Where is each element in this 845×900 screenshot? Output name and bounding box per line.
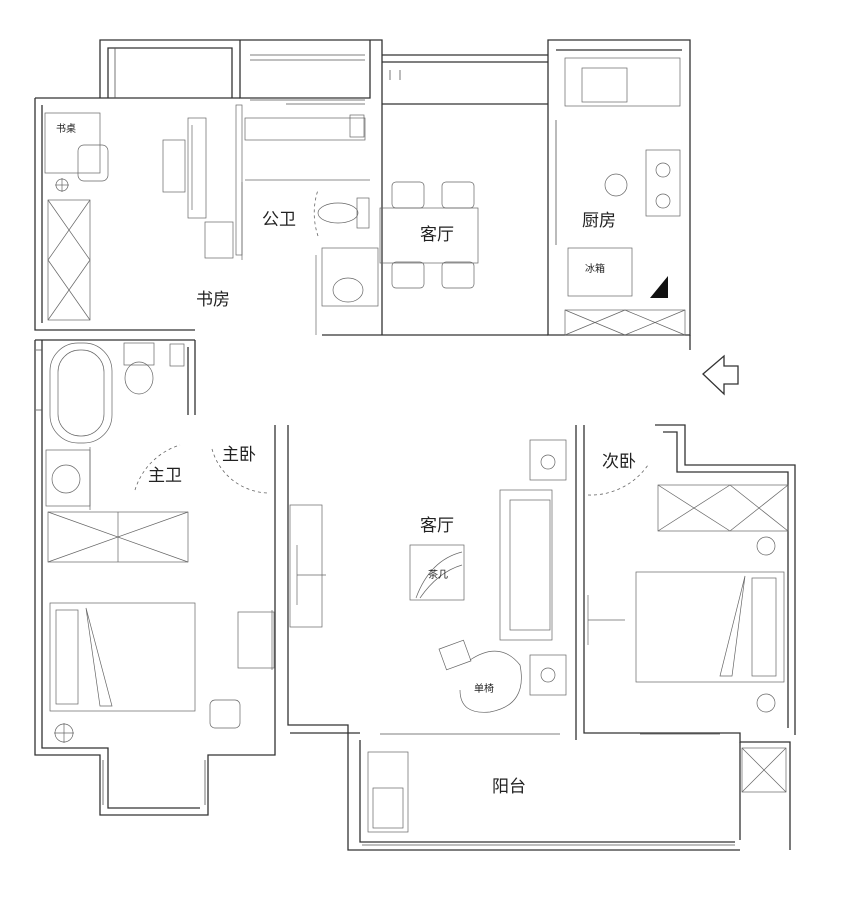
study-furniture (44, 104, 243, 321)
balcony-fixtures (367, 747, 787, 833)
dining-furniture (379, 181, 479, 289)
second-bedroom-label: 次卧 (602, 452, 636, 472)
balcony-label: 阳台 (492, 777, 526, 797)
armchair-label: 单椅 (474, 682, 494, 695)
master-bath-fixtures (45, 342, 185, 510)
windows (36, 48, 735, 846)
exterior-walls (34, 39, 796, 851)
dining-label: 客厅 (420, 225, 454, 245)
study-desk-label: 书桌 (56, 122, 76, 135)
public-bath-label: 公卫 (262, 210, 296, 230)
kitchen-label: 厨房 (582, 211, 616, 231)
fridge-label: 冰箱 (585, 262, 605, 275)
coffee-table-label: 茶几 (428, 568, 448, 581)
kitchen-fixtures (564, 57, 686, 336)
master-bedroom-label: 主卧 (222, 445, 256, 465)
living-furniture (289, 439, 567, 713)
study-label: 书房 (196, 290, 230, 310)
second-bedroom-furniture (587, 464, 789, 713)
public-bath-fixtures (241, 114, 379, 335)
living-label: 客厅 (420, 516, 454, 536)
room-labels: 书桌 书房 公卫 客厅 厨房 冰箱 主卧 主卫 客厅 茶几 单椅 次卧 阳台 (56, 122, 636, 797)
master-bedroom-furniture (47, 448, 275, 743)
master-bath-label: 主卫 (148, 466, 182, 486)
entrance-arrow-icon (702, 354, 739, 396)
